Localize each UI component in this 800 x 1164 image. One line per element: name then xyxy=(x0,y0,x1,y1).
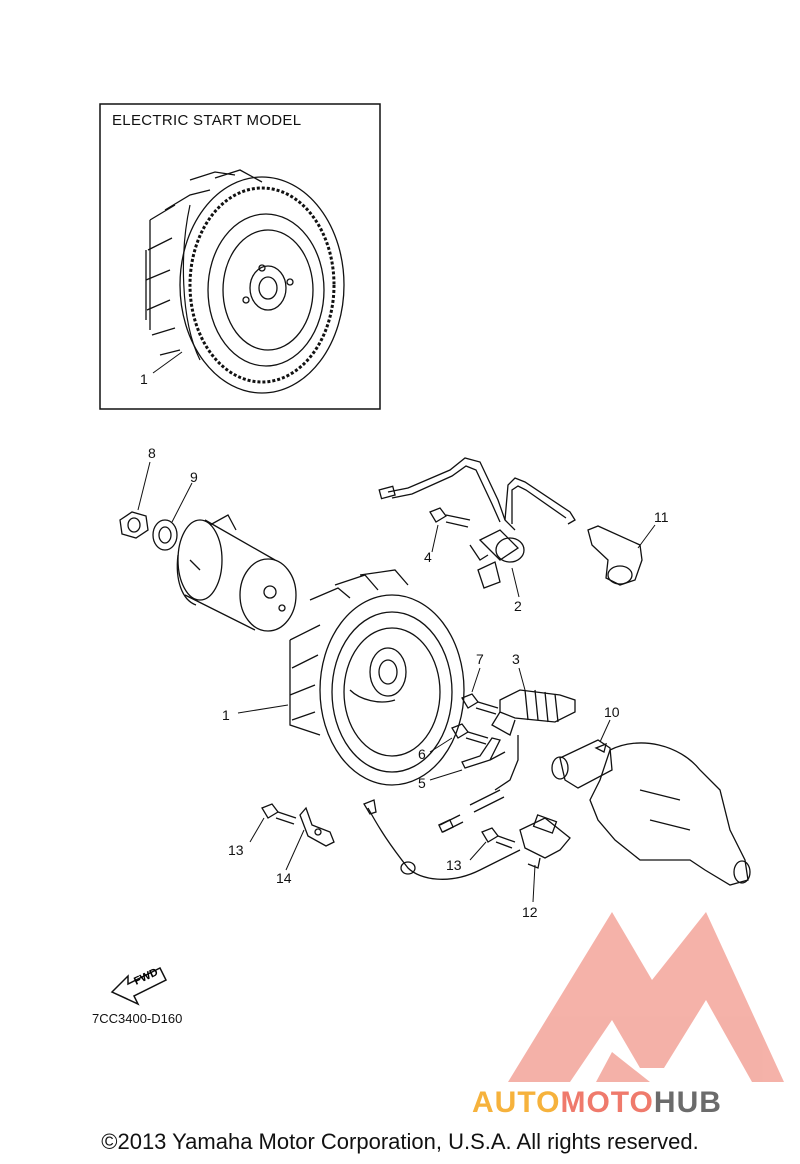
callout-1: 1 xyxy=(222,707,230,723)
bolt-icon xyxy=(429,507,471,528)
bolt-icon xyxy=(461,693,499,715)
starter-motor-icon xyxy=(176,514,297,632)
bracket-icon xyxy=(299,806,335,847)
bracket-icon xyxy=(461,737,506,769)
inset-title: ELECTRIC START MODEL xyxy=(112,112,302,129)
fwd-arrow-icon: FWD xyxy=(110,966,168,1006)
crankshaft-icon xyxy=(551,739,751,886)
lead-wire-icon xyxy=(363,789,521,880)
copyright-notice: ©2013 Yamaha Motor Corporation, U.S.A. A… xyxy=(101,1129,699,1154)
callout-5: 5 xyxy=(418,775,426,791)
callout-inset-1: 1 xyxy=(140,371,148,387)
callout-3: 3 xyxy=(512,651,520,667)
callout-7: 7 xyxy=(476,651,484,667)
callout-2: 2 xyxy=(514,598,522,614)
nut-icon xyxy=(119,511,149,539)
callout-13-left: 13 xyxy=(228,842,244,858)
callout-4: 4 xyxy=(424,549,432,565)
bolt-icon xyxy=(451,723,489,745)
callout-6: 6 xyxy=(418,746,426,762)
bolt-icon xyxy=(481,827,516,849)
watermark-part-hub: HUB xyxy=(653,1086,722,1119)
pulser-coil-icon xyxy=(491,689,576,791)
flywheel-icon xyxy=(289,569,465,786)
callout-13-right: 13 xyxy=(446,857,462,873)
watermark-part-auto: AUTO xyxy=(472,1086,561,1119)
inset-box xyxy=(99,103,381,410)
bolt-icon xyxy=(261,803,297,825)
ignition-coil-icon xyxy=(378,457,576,589)
inset-flywheel-icon xyxy=(145,169,345,394)
callout-9: 9 xyxy=(190,469,198,485)
callout-10: 10 xyxy=(604,704,620,720)
watermark-part-moto: MOTO xyxy=(560,1086,654,1119)
diagram-code: 7CC3400-D160 xyxy=(92,1011,183,1026)
washer-icon xyxy=(152,519,178,551)
callout-14: 14 xyxy=(276,870,292,886)
spark-plug-cap-icon xyxy=(587,525,643,586)
callout-11: 11 xyxy=(654,509,669,525)
inset-leader-line xyxy=(152,351,183,374)
callout-12: 12 xyxy=(522,904,538,920)
callout-8: 8 xyxy=(148,445,156,461)
stop-switch-icon xyxy=(519,814,571,869)
watermark-brand: AUTOMOTOHUB xyxy=(472,1086,722,1120)
watermark-logo-icon xyxy=(508,912,784,1082)
